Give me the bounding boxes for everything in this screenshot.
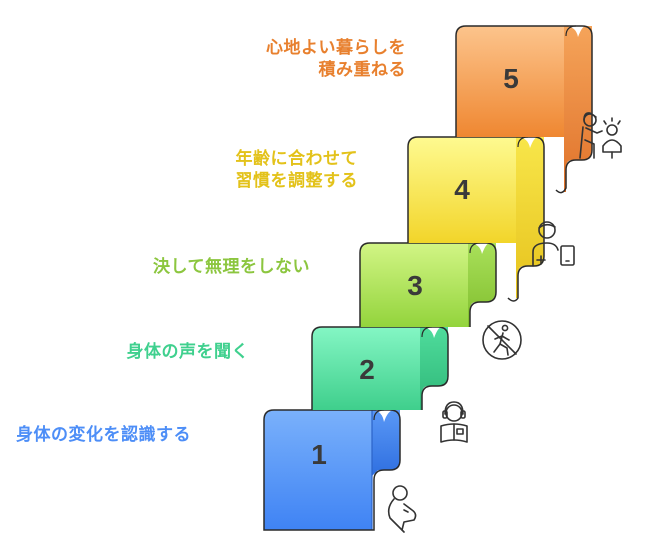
step-5-label: 心地よい暮らしを 積み重ねる	[266, 37, 406, 81]
step-5-label-line-2: 積み重ねる	[318, 60, 406, 80]
step-3-label-line-1: 決して無理をしない	[153, 257, 310, 277]
step-2-number: 2	[359, 354, 375, 385]
step-4-label-line-1: 年齢に合わせて	[235, 149, 358, 169]
step-4-number: 4	[454, 174, 470, 205]
person-thinking-icon	[387, 485, 417, 533]
step-3-label: 決して無理をしない	[153, 256, 310, 278]
step-2-label-line-1: 身体の声を聞く	[126, 342, 249, 362]
step-5-label-line-1: 心地よい暮らしを	[266, 38, 406, 58]
person-reading-icon	[440, 401, 468, 443]
step-2-banner	[311, 326, 449, 410]
step-1-banner	[263, 409, 401, 531]
step-3-number: 3	[407, 270, 423, 301]
no-running-icon	[482, 320, 522, 360]
person-helping-icon	[579, 112, 622, 159]
step-1-label-line-1: 身体の変化を認識する	[16, 425, 191, 445]
step-4-banner	[407, 136, 545, 302]
step-4-label: 年齢に合わせて 習慣を調整する	[236, 148, 359, 192]
step-2-label: 身体の声を聞く	[127, 341, 250, 363]
step-3-banner	[359, 242, 497, 327]
step-4-label-line-2: 習慣を調整する	[235, 171, 358, 191]
person-tablet-icon	[532, 221, 575, 267]
step-1-label: 身体の変化を認識する	[16, 424, 191, 446]
step-1-number: 1	[311, 439, 327, 470]
step-5-banner	[455, 25, 593, 194]
step-5-number: 5	[503, 63, 519, 94]
